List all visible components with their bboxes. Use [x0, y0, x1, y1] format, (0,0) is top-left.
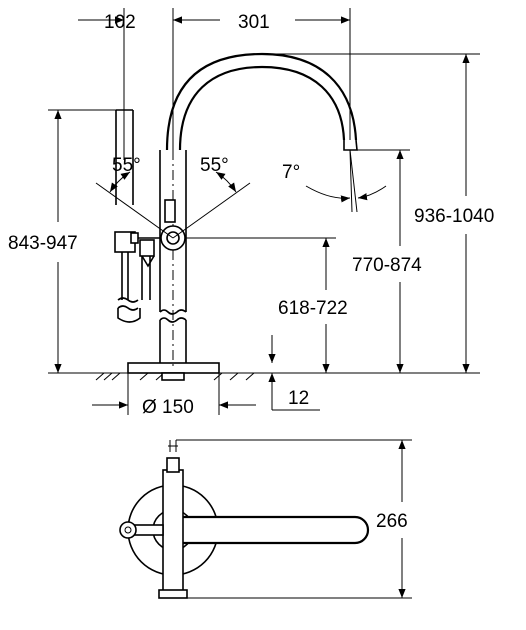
spout-vertical-axis — [349, 149, 353, 213]
angle-right-arc — [215, 171, 237, 193]
top-spout — [171, 515, 370, 545]
label-angle-spout: 7° — [282, 162, 300, 183]
body-break-lower — [159, 317, 187, 323]
floor-hatching — [95, 372, 255, 381]
spout-outer — [165, 52, 358, 151]
top-handshower-cap — [166, 457, 180, 473]
spout-angle-line — [349, 149, 358, 213]
top-nozzle — [168, 440, 178, 452]
label-height-total: 936-1040 — [414, 206, 494, 227]
handle-shaft — [164, 199, 176, 223]
label-angle-left: 55° — [112, 155, 141, 176]
top-handshower-foot — [158, 589, 188, 599]
label-dim-102: 102 — [104, 12, 136, 33]
hose-bottom — [117, 308, 141, 323]
angle-left-line — [95, 182, 174, 239]
spout-inner — [178, 65, 346, 151]
holder-clip — [139, 239, 155, 257]
angle-spout-arc-right — [357, 185, 387, 201]
label-angle-right: 55° — [200, 155, 229, 176]
angle-spout-arc-left — [305, 185, 351, 203]
top-handshower-bar — [162, 469, 184, 593]
floor-fixing — [161, 372, 185, 381]
label-height-handle: 618-722 — [278, 298, 348, 319]
spout-outlet — [343, 139, 358, 151]
label-base-diameter: Ø 150 — [142, 397, 194, 418]
body-lower — [159, 320, 187, 363]
angle-right-line — [172, 182, 251, 239]
angle-left-arc — [109, 171, 131, 193]
label-depth: 266 — [376, 511, 408, 532]
side-view: 102 301 55° 55° 7° 843-947 936-1040 770-… — [8, 8, 494, 418]
hose-right — [141, 250, 151, 300]
label-floor-thickness: 12 — [288, 388, 309, 409]
label-dim-301: 301 — [238, 12, 270, 33]
label-height-handshower: 843-947 — [8, 233, 78, 254]
top-view: 266 — [119, 439, 412, 599]
label-height-spout: 770-874 — [352, 255, 422, 276]
hose-left — [121, 250, 129, 300]
top-lever-knob — [119, 521, 137, 539]
body-break-upper — [159, 309, 187, 315]
top-lever — [132, 524, 164, 536]
body-upper — [159, 150, 187, 312]
